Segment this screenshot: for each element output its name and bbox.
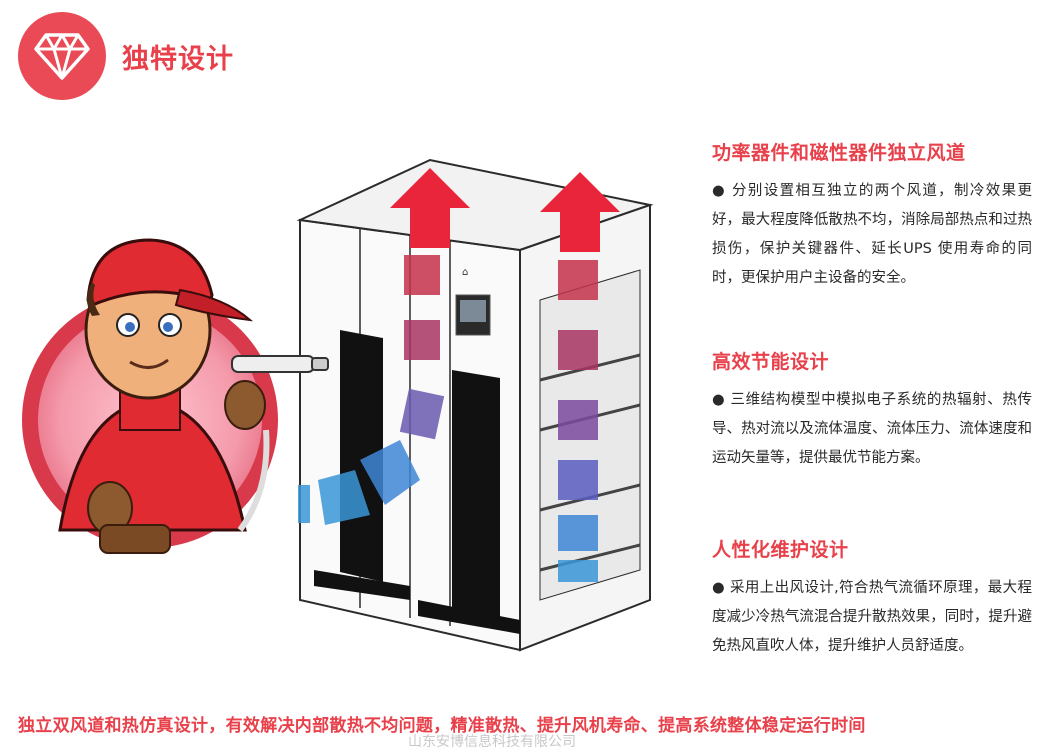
air-gun-icon — [231, 355, 329, 532]
feature-description: ● 分别设置相互独立的两个风道，制冷效果更好，最大程度降低散热不均，消除局部热点… — [712, 183, 1032, 286]
feature-title: 高效节能设计 — [712, 351, 830, 373]
hot-air-arrow-left — [390, 168, 470, 248]
svg-text:⌂: ⌂ — [462, 267, 468, 278]
feature-title: 人性化维护设计 — [712, 539, 849, 561]
technician-mascot — [22, 238, 329, 554]
section-header: 独特设计 — [18, 10, 234, 102]
feature-description: ● 三维结构模型中模拟电子系统的热辐射、热传导、热对流以及流体温度、流体压力、流… — [712, 392, 1032, 466]
airflow-right-channel — [558, 260, 598, 582]
airflow-left-channel — [298, 255, 445, 525]
feature-description: ● 采用上出风设计,符合热气流循环原理，最大程度减少冷热气流混合提升散热效果，同… — [712, 580, 1032, 654]
company-watermark: 山东安博信息科技有限公司 — [408, 734, 576, 750]
summary-banner: 独立双风道和热仿真设计，有效解决内部散热不均问题，精准散热、提升风机寿命、提高系… — [18, 716, 866, 736]
diamond-badge — [18, 12, 106, 100]
diamond-icon — [34, 33, 90, 80]
feature-title: 功率器件和磁性器件独立风道 — [712, 142, 966, 164]
feature-maintenance: 人性化维护设计 ● 采用上出风设计,符合热气流循环原理，最大程度减少冷热气流混合… — [712, 535, 1032, 661]
hot-air-arrow-right — [540, 172, 620, 252]
ups-cabinet-illustration: ⌂ — [22, 158, 654, 652]
feature-energy-efficient: 高效节能设计 ● 三维结构模型中模拟电子系统的热辐射、热传导、热对流以及流体温度… — [712, 347, 1032, 473]
section-title: 独特设计 — [122, 43, 234, 75]
feature-independent-air-duct: 功率器件和磁性器件独立风道 ● 分别设置相互独立的两个风道，制冷效果更好，最大程… — [712, 138, 1032, 293]
